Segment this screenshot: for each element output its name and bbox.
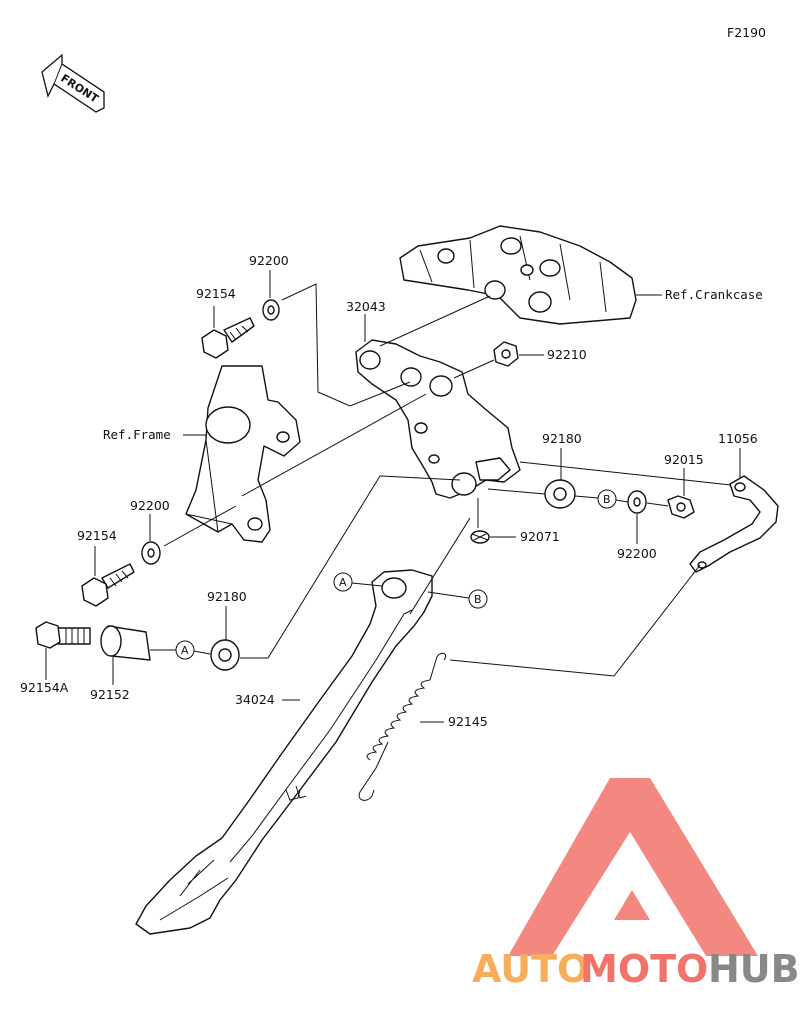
part-92015-label: 92015 — [664, 452, 704, 467]
part-92210-label: 92210 — [547, 347, 587, 362]
marker-b-right — [597, 489, 617, 509]
watermark-word-moto: MOTO — [580, 947, 708, 991]
collar-92210 — [493, 341, 519, 367]
bracket-32043 — [355, 339, 521, 499]
ref-frame-label: Ref.Frame — [103, 427, 171, 442]
automotohub-watermark: AUTO MOTO HUB — [472, 778, 800, 991]
nut-92015 — [667, 495, 695, 519]
side-stand-34024 — [135, 569, 433, 935]
bolt-92154-top — [201, 317, 255, 359]
crankcase-reference-shape — [399, 225, 637, 325]
marker-b-stand — [468, 589, 488, 609]
watermark-triangle-logo — [508, 778, 758, 956]
front-arrow-icon: FRONT — [41, 53, 105, 113]
part-92071-shape — [470, 530, 490, 544]
marker-b-right-label: B — [603, 493, 611, 506]
figure-code: F2190 — [727, 25, 766, 40]
part-32043-label: 32043 — [346, 299, 386, 314]
part-92071-label: 92071 — [520, 529, 560, 544]
marker-a-left — [175, 640, 195, 660]
marker-a-left-label: A — [181, 644, 189, 657]
part-92180-right-label: 92180 — [542, 431, 582, 446]
bolt-92154-left — [81, 563, 135, 607]
watermark-word-auto: AUTO — [472, 947, 589, 991]
marker-a-right-label: A — [339, 576, 347, 589]
bracket-11056 — [689, 475, 779, 573]
part-34024-label: 34024 — [235, 692, 275, 707]
bolt-92154A — [35, 621, 91, 649]
marker-b-stand-label: B — [474, 593, 482, 606]
part-92154A-label: 92154A — [20, 680, 69, 695]
part-92152-label: 92152 — [90, 687, 130, 702]
ref-crankcase-label: Ref.Crankcase — [665, 287, 763, 302]
spring-92145 — [358, 652, 447, 801]
marker-a-right — [333, 572, 353, 592]
part-92200-left-label: 92200 — [130, 498, 170, 513]
part-92145-label: 92145 — [448, 714, 488, 729]
part-92154-top-label: 92154 — [196, 286, 236, 301]
part-92200-top-label: 92200 — [249, 253, 289, 268]
part-92180-left-label: 92180 — [207, 589, 247, 604]
part-92200-right-label: 92200 — [617, 546, 657, 561]
part-11056-label: 11056 — [718, 431, 758, 446]
frame-reference-shape — [185, 365, 301, 543]
part-92154-left-label: 92154 — [77, 528, 117, 543]
watermark-word-hub: HUB — [708, 947, 800, 991]
collar-92152 — [100, 625, 151, 661]
